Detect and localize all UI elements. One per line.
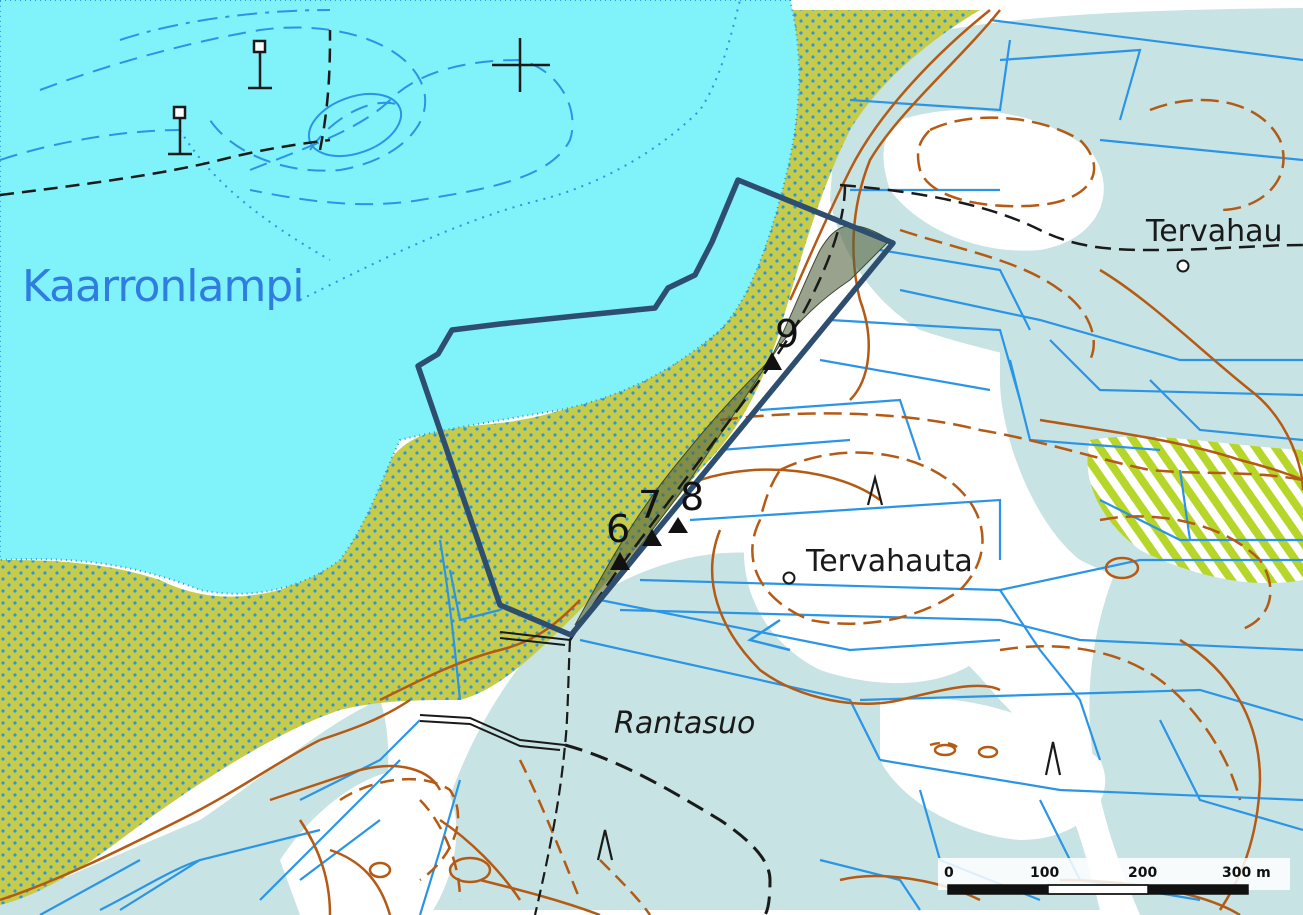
- study-area-boundary: [415, 177, 896, 638]
- scale-tick-100: 100: [1030, 865, 1059, 881]
- shoreline-meadow: [0, 10, 980, 905]
- scale-bar: 0 100 200 300 m: [938, 858, 1290, 895]
- lake-kaarronlampi: [0, 0, 801, 595]
- survey-mast-icon: [168, 105, 192, 156]
- place-label-tervahau-edge: Tervahau: [1145, 214, 1283, 249]
- bog-label-rantasuo: Rantasuo: [614, 706, 755, 741]
- triangle-marker-icon: [610, 352, 782, 570]
- point-label-7: 7: [638, 483, 662, 527]
- circle-marker-icon: [1176, 259, 1190, 273]
- paths: [0, 29, 1303, 915]
- point-label-8: 8: [680, 475, 704, 519]
- place-label-tervahauta: Tervahauta: [805, 544, 973, 579]
- circle-marker-icon: [782, 571, 796, 585]
- point-label-9: 9: [775, 312, 799, 356]
- scale-tick-0: 0: [944, 865, 954, 881]
- observation-corridor: [574, 225, 891, 626]
- cross-icon: [492, 38, 550, 92]
- lake-label: Kaarronlampi: [22, 261, 303, 312]
- dry-land: [280, 110, 1106, 915]
- point-label-6: 6: [606, 507, 630, 551]
- survey-mast-icon: [248, 39, 272, 90]
- scale-tick-200: 200: [1128, 865, 1157, 881]
- scale-tick-300: 300 m: [1222, 865, 1271, 881]
- rock-icon: [596, 473, 1062, 861]
- depth-contours: [0, 0, 741, 301]
